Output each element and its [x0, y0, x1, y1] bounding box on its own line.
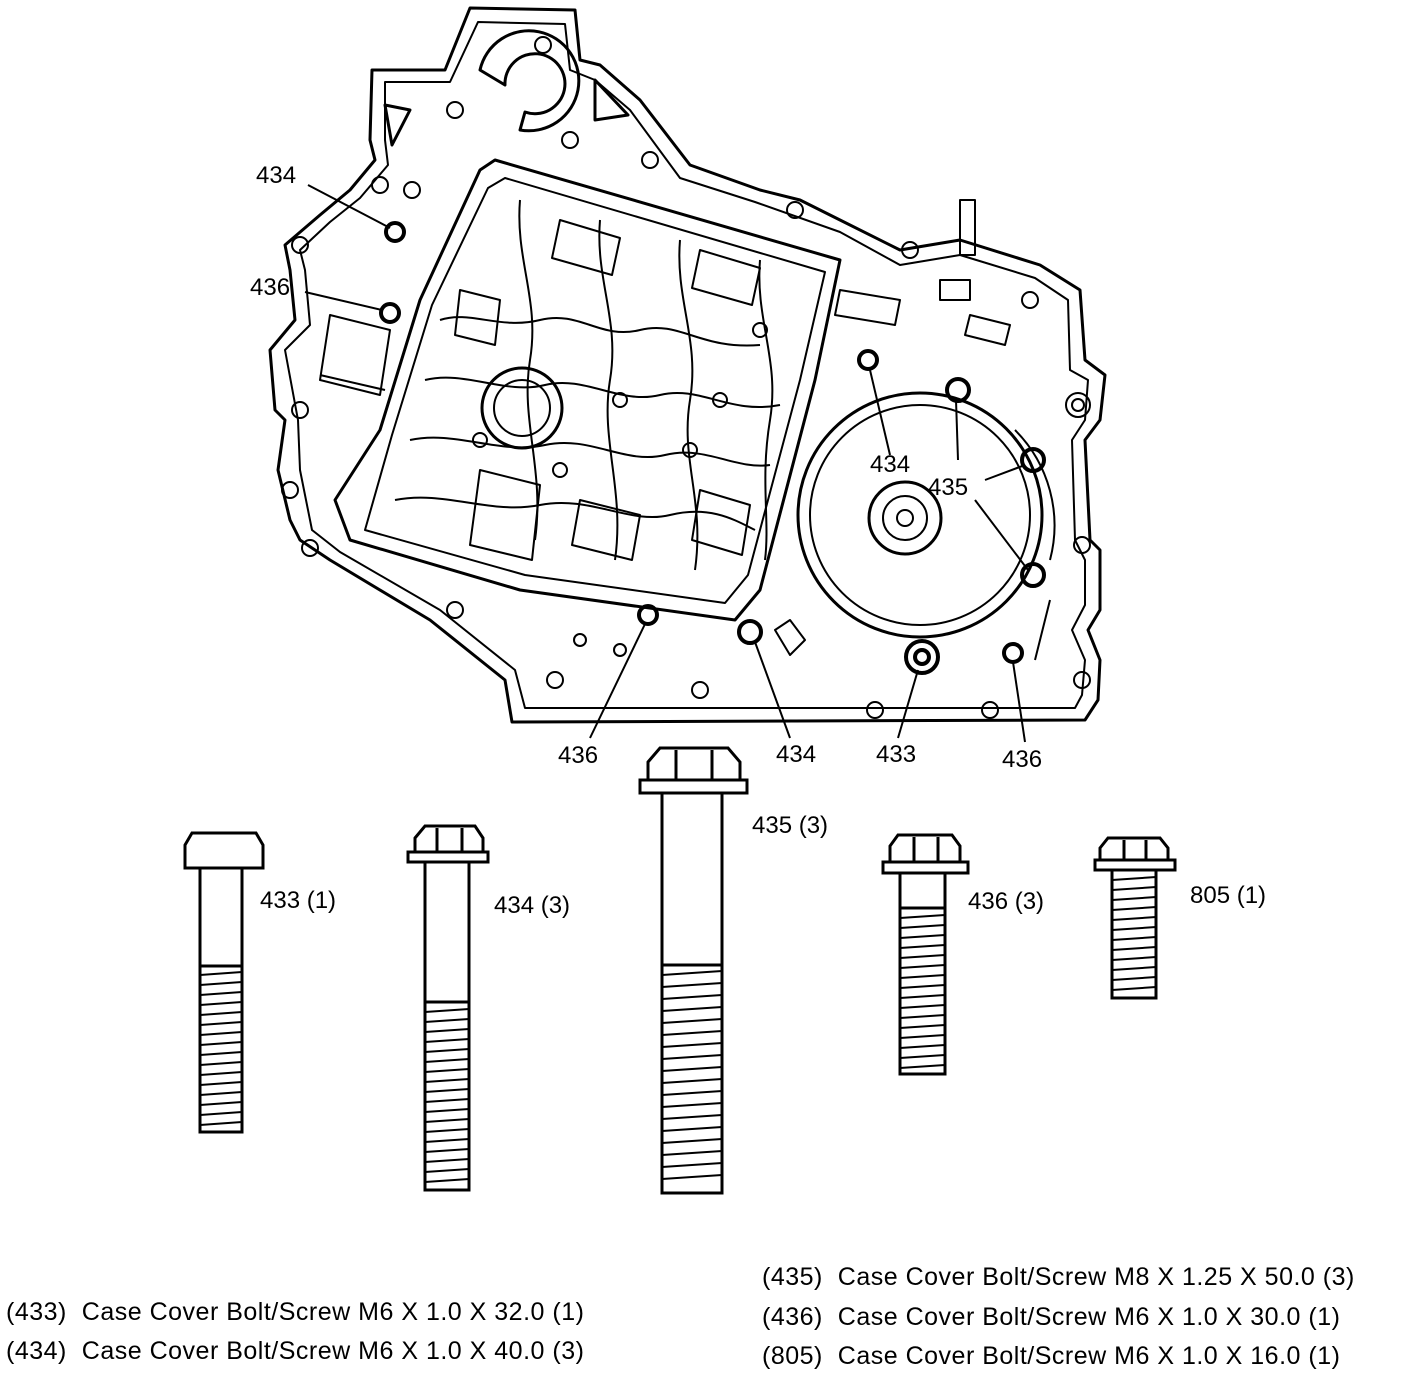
shaft-hub [867, 480, 943, 556]
valve-body-inner [364, 177, 826, 604]
legend-text: Case Cover Bolt/Screw M6 X 1.0 X 32.0 (1… [81, 1298, 585, 1326]
legend-805: (805) Case Cover Bolt/Screw M6 X 1.0 X 1… [762, 1342, 1340, 1371]
boss-433 [904, 639, 940, 675]
bolt-433 [183, 831, 265, 1134]
legend-code: (805) [762, 1342, 823, 1370]
legend-code: (435) [762, 1263, 823, 1291]
boss-436-right [1002, 642, 1024, 664]
case-holes [281, 36, 1091, 719]
gasket-outline [284, 21, 1089, 709]
callout-434-mid: 434 [870, 451, 910, 478]
leader-lines [304, 184, 1029, 743]
legend-435: (435) Case Cover Bolt/Screw M8 X 1.25 X … [762, 1263, 1355, 1292]
boss-435-b [1020, 447, 1046, 473]
bolt-435 [638, 746, 749, 1195]
boss-436-left [637, 604, 659, 626]
bolt-805 [1093, 836, 1177, 1000]
legend-code: (434) [6, 1337, 67, 1365]
boss-435-a [945, 377, 971, 403]
callout-436-top: 436 [250, 274, 290, 301]
bolt-label-435: 435 (3) [752, 812, 828, 839]
callout-435-mid: 435 [928, 474, 968, 501]
boss-434-top [384, 221, 406, 243]
bolt-label-805: 805 (1) [1190, 882, 1266, 909]
callout-433-bottom: 433 [876, 741, 916, 768]
bolt-label-433: 433 (1) [260, 887, 336, 914]
callout-436-bottom-left: 436 [558, 742, 598, 769]
bolt-label-436: 436 (3) [968, 888, 1044, 915]
valve-channels [394, 199, 781, 571]
boss-435-c [1020, 562, 1046, 588]
legend-text: Case Cover Bolt/Screw M8 X 1.25 X 50.0 (… [837, 1263, 1355, 1291]
callout-434-bottom: 434 [776, 741, 816, 768]
valve-body-plate [333, 158, 842, 622]
bolt-label-434: 434 (3) [494, 892, 570, 919]
valve-bore [480, 366, 564, 450]
legend-code: (436) [762, 1303, 823, 1331]
boss-434-mid [857, 349, 879, 371]
case-outline [268, 6, 1107, 724]
triangle-right [593, 78, 630, 122]
legend-434: (434) Case Cover Bolt/Screw M6 X 1.0 X 4… [6, 1337, 584, 1366]
triangle-left [383, 103, 412, 147]
bolt-bosses [379, 221, 1046, 675]
boss-436-top [379, 302, 401, 324]
crescent-feature [478, 29, 581, 133]
pump-cover [796, 391, 1044, 639]
legend-text: Case Cover Bolt/Screw M6 X 1.0 X 30.0 (1… [837, 1303, 1341, 1331]
callout-436-bottom-right: 436 [1002, 746, 1042, 773]
legend-text: Case Cover Bolt/Screw M6 X 1.0 X 16.0 (1… [837, 1342, 1341, 1370]
callout-434-top: 434 [256, 162, 296, 189]
legend-code: (433) [6, 1298, 67, 1326]
boss-434-bot [737, 619, 763, 645]
bolt-436 [881, 833, 970, 1076]
legend-433: (433) Case Cover Bolt/Screw M6 X 1.0 X 3… [6, 1298, 584, 1327]
legend-text: Case Cover Bolt/Screw M6 X 1.0 X 40.0 (3… [81, 1337, 585, 1365]
bolt-434 [406, 824, 490, 1192]
sensor-fitting [939, 199, 1011, 346]
legend-436: (436) Case Cover Bolt/Screw M6 X 1.0 X 3… [762, 1303, 1340, 1332]
